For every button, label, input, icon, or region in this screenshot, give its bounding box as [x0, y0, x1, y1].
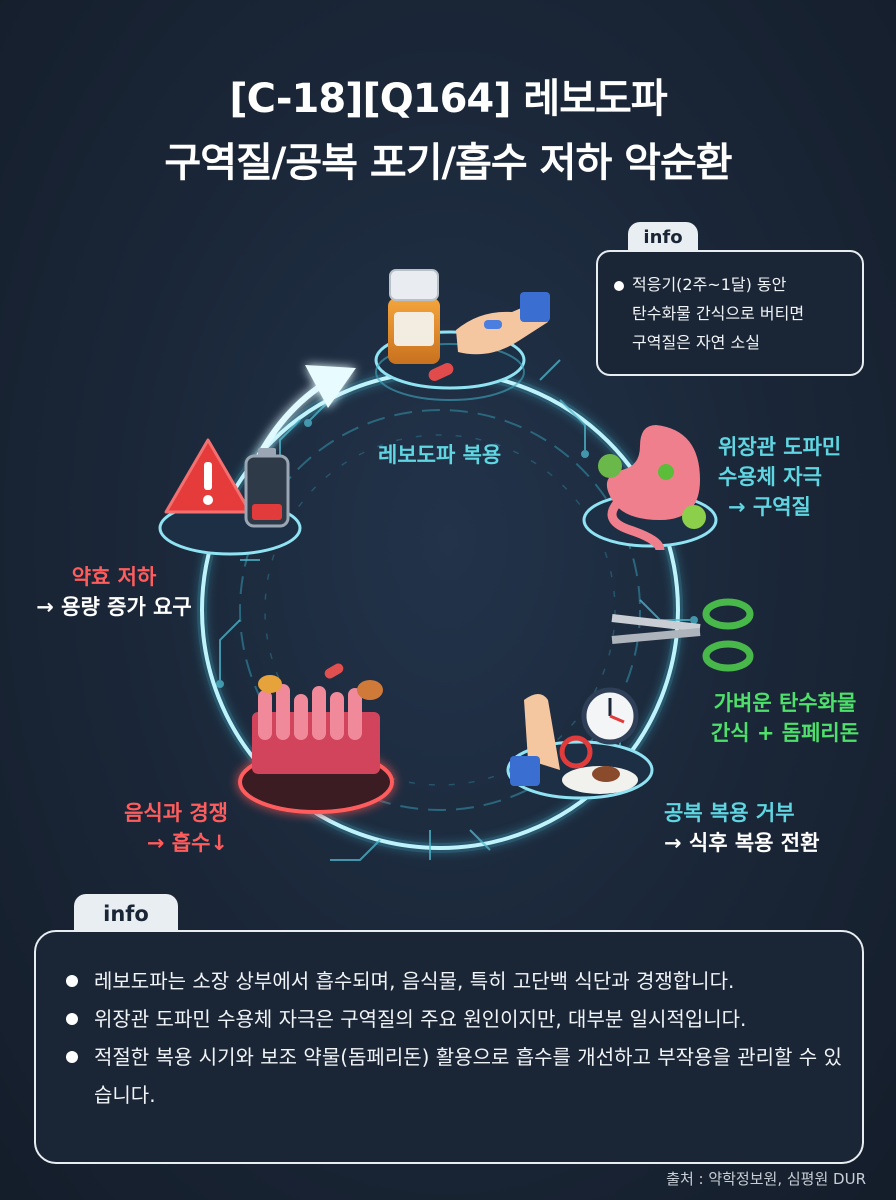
warning-icon [164, 438, 252, 514]
bullet-icon [614, 280, 624, 291]
info-item: 위장관 도파민 수용체 자극은 구역질의 주요 원인이지만, 대부분 일시적입니… [66, 1000, 856, 1038]
info-list: 레보도파는 소장 상부에서 흡수되며, 음식물, 특히 고단백 식단과 경쟁합니… [66, 962, 856, 1114]
info-top-line: 탄수화물 간식으로 버티면 [632, 304, 805, 323]
stomach-icon [598, 425, 706, 551]
title-line-2: 구역질/공복 포기/흡수 저하 악순환 [164, 140, 732, 186]
clock-icon [581, 687, 639, 745]
label-efficacy: 약효 저하 → 용량 증가 요구 [36, 565, 192, 619]
title-line-1: [C-18][Q164] 레보도파 [229, 76, 667, 122]
intestine-icon [252, 663, 383, 774]
hand-stop-icon [510, 694, 638, 794]
scissors-icon [611, 598, 754, 672]
hand-icon [456, 292, 550, 355]
info-top-line: 적응기(2주~1달) 동안 [614, 270, 804, 299]
bullet-icon [66, 975, 78, 987]
info-box-top: info 적응기(2주~1달) 동안 탄수화물 간식으로 버티면 구역질은 자연… [596, 222, 864, 376]
info-tag: info [628, 222, 698, 252]
info-box-bottom: info 레보도파는 소장 상부에서 흡수되며, 음식물, 특히 고단백 식단과… [34, 894, 864, 1164]
pill-bottle-icon [388, 269, 454, 381]
source-credit: 출처 : 약학정보원, 심평원 DUR [666, 1170, 866, 1188]
label-nausea: 위장관 도파민 수용체 자극 → 구역질 [718, 435, 842, 519]
label-competition: 음식과 경쟁 → 흡수↓ [124, 801, 228, 855]
info-tag: info [74, 894, 178, 932]
battery-icon [244, 448, 290, 528]
label-refusal: 공복 복용 거부 → 식후 복용 전환 [664, 801, 820, 855]
info-item: 적절한 복용 시기와 보조 약물(돔페리돈) 활용으로 흡수를 개선하고 부작용… [66, 1038, 856, 1114]
label-levodopa: 레보도파 복용 [378, 443, 502, 467]
bullet-icon [66, 1013, 78, 1025]
info-item: 레보도파는 소장 상부에서 흡수되며, 음식물, 특히 고단백 식단과 경쟁합니… [66, 962, 856, 1000]
label-snack: 가벼운 탄수화물 간식 + 돔페리돈 [710, 691, 860, 745]
bullet-icon [66, 1051, 78, 1063]
info-top-line: 구역질은 자연 소실 [632, 333, 760, 352]
